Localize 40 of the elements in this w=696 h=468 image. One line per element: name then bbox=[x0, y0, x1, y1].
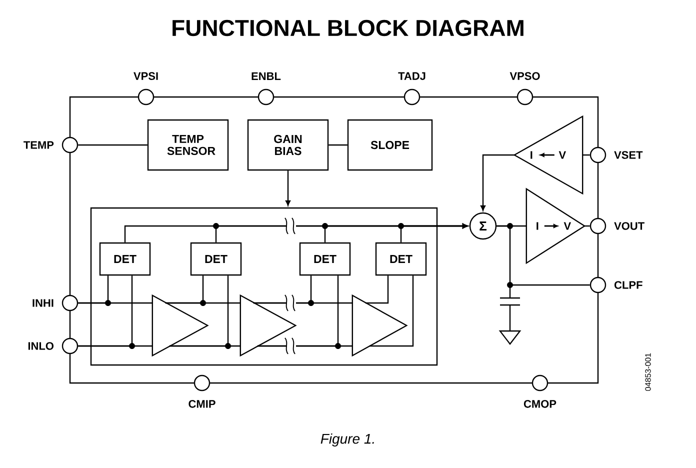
pin-label: CLPF bbox=[614, 281, 642, 289]
pin-label: INLO bbox=[28, 342, 54, 350]
pin-label: ENBL bbox=[252, 72, 281, 80]
connector bbox=[78, 144, 148, 146]
detector-block bbox=[90, 207, 438, 366]
detector-box: DET bbox=[375, 242, 427, 276]
title: FUNCTIONAL BLOCK DIAGRAM bbox=[172, 20, 524, 36]
function-box: TEMP SENSOR bbox=[147, 119, 229, 171]
connector bbox=[369, 276, 414, 347]
connector bbox=[400, 224, 468, 242]
pin-label: CMOP bbox=[524, 400, 556, 408]
connector bbox=[78, 276, 133, 347]
pin-label: CMIP bbox=[188, 400, 216, 408]
connector bbox=[582, 154, 590, 156]
chip-outline bbox=[69, 96, 599, 384]
detector-box: DET bbox=[190, 242, 242, 276]
detector-box: DET bbox=[99, 242, 151, 276]
function-box: GAIN BIAS bbox=[247, 119, 329, 171]
connector bbox=[78, 276, 109, 304]
connector bbox=[169, 276, 229, 347]
function-box: SLOPE bbox=[347, 119, 433, 171]
detector-box: DET bbox=[299, 242, 351, 276]
caption: Figure 1. bbox=[320, 433, 374, 446]
pin-label: VSET bbox=[614, 151, 643, 159]
pin-label: INHI bbox=[32, 299, 54, 307]
connector bbox=[328, 144, 348, 146]
connector bbox=[257, 276, 339, 347]
connector bbox=[165, 276, 204, 304]
figure-code: 04853-001 bbox=[645, 353, 651, 391]
pin-label: TADJ bbox=[398, 72, 426, 80]
pin-label: VPSI bbox=[134, 72, 158, 80]
pin-label: TEMP bbox=[24, 141, 54, 149]
connector bbox=[365, 276, 389, 304]
connector bbox=[496, 225, 590, 286]
connector bbox=[480, 154, 514, 211]
connector bbox=[253, 276, 312, 304]
pin-label: VPSO bbox=[510, 72, 540, 80]
connector bbox=[286, 170, 290, 206]
connector bbox=[584, 225, 590, 227]
pin-label: VOUT bbox=[614, 222, 644, 230]
